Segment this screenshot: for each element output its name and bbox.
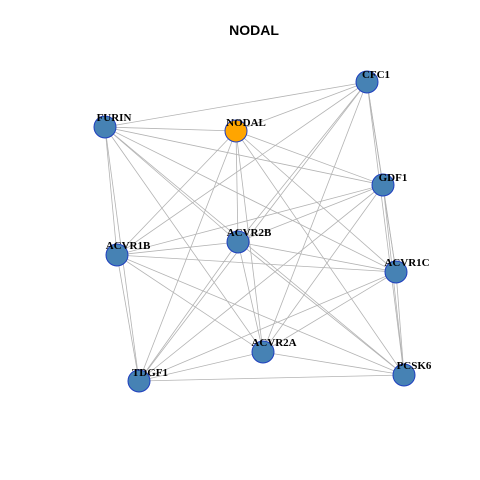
node-label: FURIN [97,112,132,124]
edge-nodal-pcsk6 [235,130,405,376]
edge-acvr2b-tdgf1 [138,241,239,382]
node-circle [355,70,379,94]
node-acvr1b: ACVR1B [105,240,151,267]
edge-acvr1c-pcsk6 [395,271,405,376]
edge-gdf1-acvr1c [382,184,397,273]
node-label: NODAL [226,117,266,129]
edge-furin-acvr2b [104,126,239,243]
edge-nodal-acvr1b [116,130,237,256]
node-circle [127,369,151,393]
node-acvr1c: ACVR1C [384,257,430,284]
edge-acvr2b-acvr2a [237,241,264,353]
diagram-title: NODAL [229,22,279,38]
node-circle [251,340,275,364]
edge-nodal-acvr2a [235,130,264,353]
edge-gdf1-tdgf1 [138,184,384,382]
edge-cfc1-acvr1b [116,81,368,256]
node-cfc1: CFC1 [355,69,390,94]
node-acvr2b: ACVR2B [226,227,272,254]
edge-furin-gdf1 [104,126,384,186]
node-label: ACVR1B [106,240,151,252]
node-pcsk6: PCSK6 [392,360,432,387]
edge-furin-acvr1c [104,126,397,273]
node-label: ACVR2B [227,227,272,239]
node-nodal: NODAL [224,117,266,143]
edge-cfc1-acvr2a [262,81,368,353]
node-label: ACVR2A [251,337,296,349]
edge-acvr1b-acvr1c [116,254,397,273]
node-label: ACVR1C [384,257,429,269]
edge-furin-pcsk6 [104,126,405,376]
edge-furin-acvr1b [104,126,118,256]
node-circle [392,363,416,387]
node-circle [105,243,129,267]
node-acvr2a: ACVR2A [251,337,297,364]
node-circle [371,173,395,197]
edge-acvr1c-tdgf1 [138,271,397,382]
edge-acvr1c-acvr2a [262,271,397,353]
edge-acvr1b-acvr2a [116,254,264,353]
node-label: GDF1 [379,172,408,184]
node-label: CFC1 [362,69,390,81]
node-label: PCSK6 [397,360,432,372]
edge-gdf1-acvr2b [237,184,384,243]
edge-nodal-acvr1c [235,130,397,273]
edge-acvr2b-pcsk6 [237,241,405,376]
edge-nodal-cfc1 [235,81,368,132]
node-gdf1: GDF1 [371,172,408,197]
edge-acvr1b-tdgf1 [116,254,140,382]
edge-cfc1-pcsk6 [366,81,405,376]
edge-nodal-tdgf1 [138,130,237,382]
node-furin: FURIN [93,112,132,139]
node-label: TDGF1 [132,367,168,379]
edge-furin-cfc1 [104,81,368,128]
edge-acvr2b-acvr1c [237,241,397,273]
edge-cfc1-tdgf1 [138,81,368,382]
edge-gdf1-acvr2a [262,184,384,353]
edge-acvr2a-tdgf1 [138,351,264,382]
node-tdgf1: TDGF1 [127,367,168,393]
edge-furin-acvr2a [104,126,264,353]
edge-tdgf1-pcsk6 [138,374,405,382]
edge-acvr1b-pcsk6 [116,254,405,376]
edge-layer [104,81,405,382]
edge-acvr2a-pcsk6 [262,351,405,376]
edge-furin-nodal [104,126,237,132]
edge-acvr1b-acvr2b [116,241,239,256]
node-circle [224,119,248,143]
node-circle [226,230,250,254]
node-circle [93,115,117,139]
edge-cfc1-acvr2b [237,81,368,243]
edge-gdf1-acvr1b [116,184,384,256]
node-circle [384,260,408,284]
